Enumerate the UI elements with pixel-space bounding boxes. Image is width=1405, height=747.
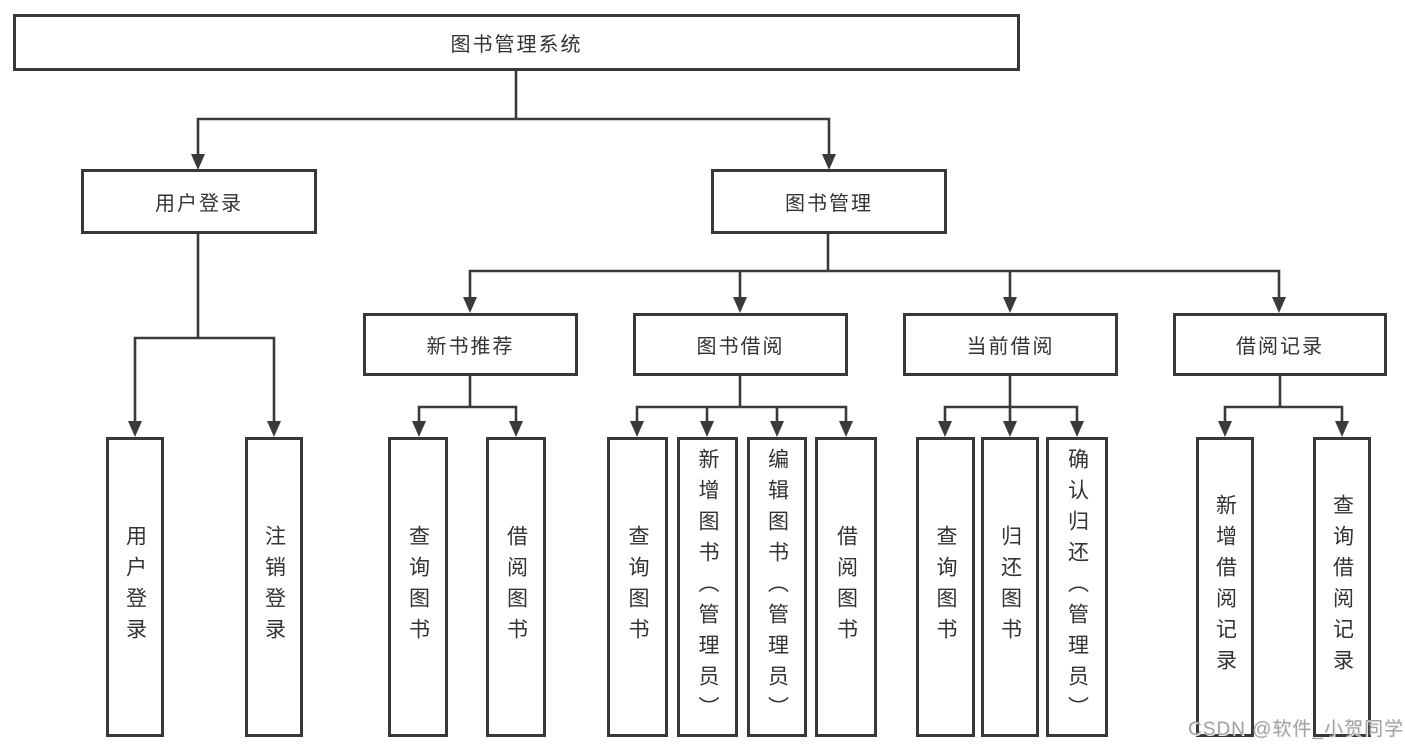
node-current-borrowing: 当前借阅 xyxy=(903,313,1118,376)
csdn-watermark: CSDN @软件_小贺同学 xyxy=(1188,719,1404,740)
leaf-user-login: 用户登录 xyxy=(106,437,164,737)
leaf-query-books-borrowing: 查询图书 xyxy=(607,437,668,737)
leaf-borrow-books: 借阅图书 xyxy=(815,437,877,737)
leaf-add-borrow-record: 新增借阅记录 xyxy=(1196,437,1254,737)
leaf-query-books-current: 查询图书 xyxy=(916,437,975,737)
node-user-login: 用户登录 xyxy=(81,169,317,234)
node-borrowing-records: 借阅记录 xyxy=(1173,313,1387,376)
leaf-edit-books-admin: 编辑图书（管理员） xyxy=(747,437,807,737)
leaf-confirm-return-admin: 确认归还（管理员） xyxy=(1046,437,1108,737)
leaf-logout: 注销登录 xyxy=(245,437,303,737)
node-book-borrowing: 图书借阅 xyxy=(633,313,848,376)
leaf-add-books-admin: 新增图书（管理员） xyxy=(677,437,738,737)
leaf-borrow-books-recommend: 借阅图书 xyxy=(486,437,546,737)
leaf-return-books: 归还图书 xyxy=(981,437,1039,737)
node-book-management: 图书管理 xyxy=(711,169,947,234)
node-library-management-system: 图书管理系统 xyxy=(13,14,1020,71)
leaf-query-borrow-record: 查询借阅记录 xyxy=(1313,437,1371,737)
node-new-book-recommend: 新书推荐 xyxy=(363,313,578,376)
leaf-query-books-recommend: 查询图书 xyxy=(388,437,448,737)
